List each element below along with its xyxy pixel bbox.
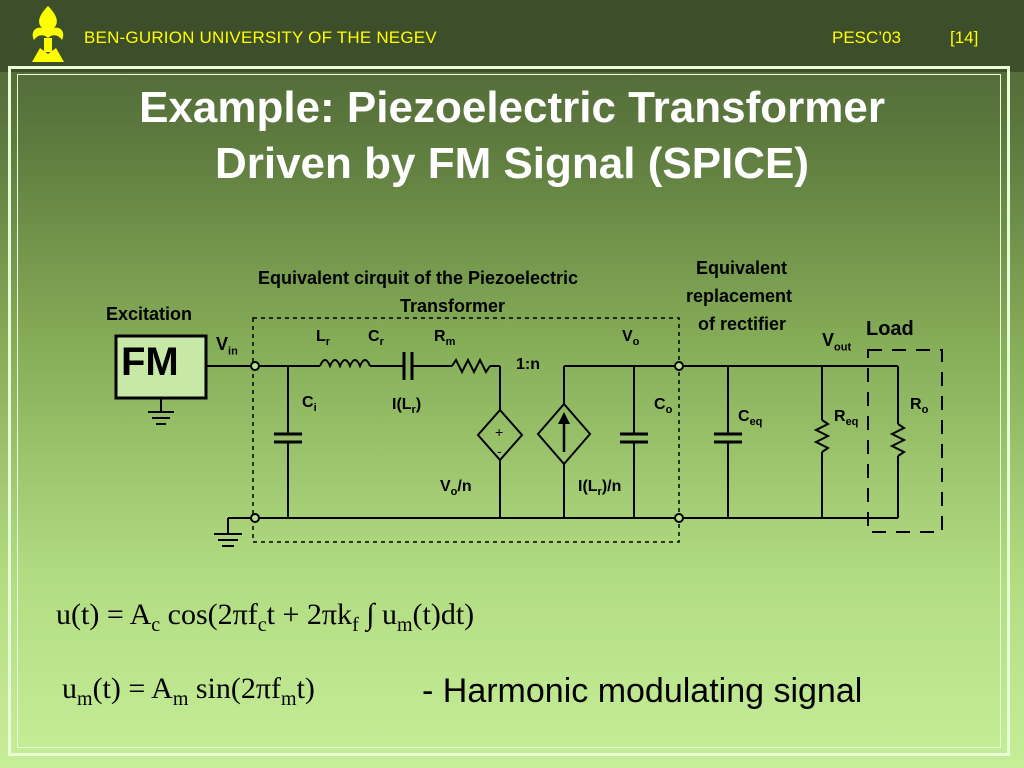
- gnd-terminal-right: [674, 513, 684, 523]
- plus-sign: +: [495, 424, 504, 440]
- fm-equation: u(t) = Ac cos(2πfct + 2πkf ∫ um(t)dt): [56, 598, 475, 636]
- ro-label: Ro: [910, 396, 929, 417]
- slide-title: Example: Piezoelectric Transformer Drive…: [20, 80, 1004, 192]
- ilr-label: I(Lr): [392, 396, 422, 417]
- title-line-1: Example: Piezoelectric Transformer: [139, 83, 885, 132]
- req-label: Req: [834, 408, 859, 429]
- rm-label: Rm: [434, 328, 456, 349]
- university-name: BEN-GURION UNIVERSITY OF THE NEGEV: [84, 28, 437, 47]
- rectifier-label-2: replacement: [686, 286, 793, 306]
- ilr-over-n-label: I(Lr)/n: [578, 478, 622, 499]
- conference-name: PESC’03: [832, 28, 901, 47]
- excitation-label: Excitation: [106, 304, 193, 324]
- pt-equivalent-box: [252, 317, 680, 543]
- load-box: [867, 349, 943, 533]
- inductor-lr: [319, 359, 371, 369]
- load-label: Load: [866, 318, 914, 340]
- equivalent-circuit-label-1: Equivalent cirquit of the Piezoelectric: [258, 268, 579, 288]
- slide-frame: [8, 66, 1010, 756]
- vin-label: Vin: [216, 334, 238, 358]
- vin-terminal: [250, 361, 260, 371]
- page-number: [14]: [950, 28, 979, 47]
- gnd-terminal-left: [250, 513, 260, 523]
- vo-terminal: [674, 361, 684, 371]
- harmonic-description: - Harmonic modulating signal: [422, 672, 863, 710]
- equivalent-circuit-label-2: Transformer: [400, 296, 506, 316]
- rectifier-label-3: of rectifier: [698, 314, 787, 334]
- lr-label: Lr: [316, 328, 331, 349]
- rectifier-label-1: Equivalent: [696, 258, 788, 278]
- slide-frame-inner: [17, 74, 1001, 748]
- ceq-label: Ceq: [738, 408, 763, 429]
- fm-source-label: FM: [121, 340, 179, 384]
- title-line-2: Driven by FM Signal (SPICE): [214, 139, 810, 188]
- modulating-equation: um(t) = Am sin(2πfmt): [62, 672, 315, 710]
- resistor-rm: [451, 357, 491, 375]
- ratio-label: 1:n: [516, 356, 540, 373]
- university-logo-icon: [32, 6, 64, 62]
- resistor-ro: [889, 423, 907, 457]
- vout-label: Vout: [822, 330, 852, 354]
- vo-label: Vo: [622, 328, 640, 349]
- ci-label: Ci: [302, 394, 317, 415]
- resistor-req: [813, 419, 831, 453]
- vo-over-n-label: Vo/n: [440, 478, 472, 499]
- dep-current-arrowhead: [558, 412, 570, 424]
- header-bar: [0, 0, 1024, 72]
- minus-sign: -: [497, 443, 502, 459]
- cr-label: Cr: [368, 328, 384, 349]
- co-label: Co: [654, 396, 673, 417]
